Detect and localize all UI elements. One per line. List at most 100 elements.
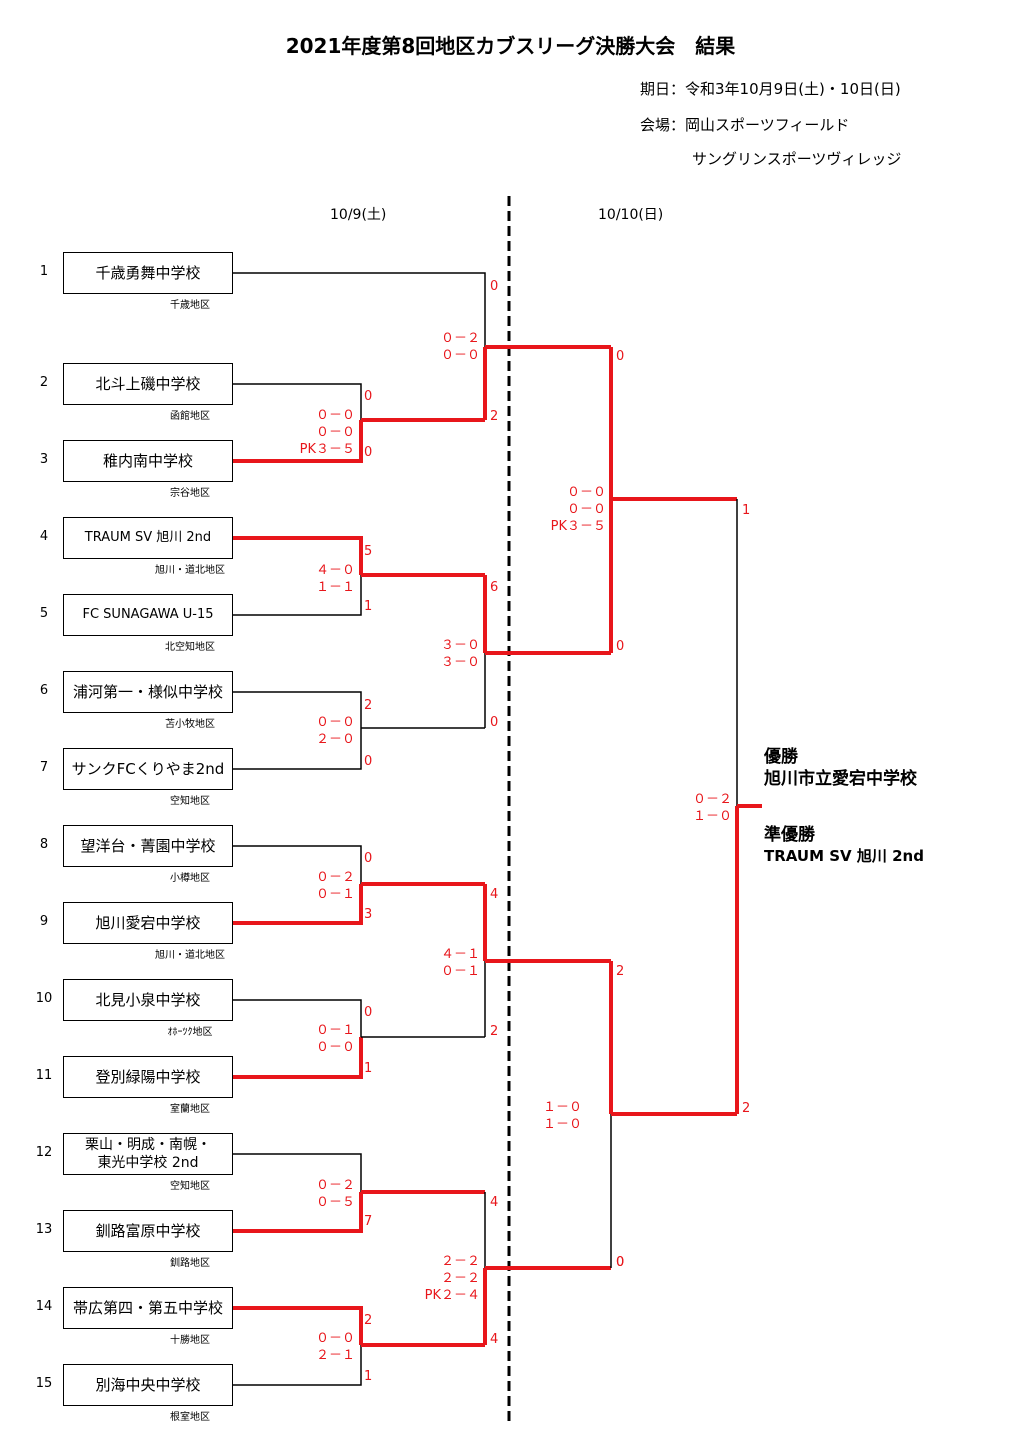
- team-region: 宗谷地区: [170, 488, 210, 499]
- match-score-m4: ３－０: [440, 655, 480, 670]
- match-score-m9: ０－５: [315, 1195, 355, 1210]
- point-label: 4: [490, 1195, 499, 1210]
- match-score-m3: １－１: [315, 580, 355, 595]
- runnerup-label: 準優勝: [764, 825, 815, 845]
- bracket-line-1: [233, 420, 363, 463]
- team-box-14: 帯広第四・第五中学校: [63, 1287, 233, 1329]
- match-score-m13: １－０: [542, 1117, 582, 1132]
- page-title: 2021年度第8回地区カブスリーグ決勝大会 結果: [285, 34, 736, 58]
- runnerup-block: 準優勝 TRAUM SV 旭川 2nd: [764, 824, 924, 866]
- match-score-m12: PK３－５: [550, 519, 606, 534]
- match-score-m2: ０－０: [315, 408, 355, 423]
- match-score-m10: ２－２: [440, 1254, 480, 1269]
- match-score-m1: ０－２: [440, 331, 480, 346]
- team-box-13: 釧路富原中学校: [63, 1210, 233, 1252]
- bracket-line-15: [233, 1153, 362, 1192]
- match-score-m12: ０－０: [566, 485, 606, 500]
- bracket-line-19: [233, 1345, 362, 1386]
- date-info: 期日：令和3年10月9日(土)・10日(日): [640, 78, 901, 99]
- point-label: 0: [490, 715, 499, 730]
- match-score-m2: ０－０: [315, 425, 355, 440]
- team-box-1: 千歳勇舞中学校: [63, 252, 233, 294]
- point-label: 3: [364, 907, 373, 922]
- point-label: 6: [490, 580, 499, 595]
- point-label: 1: [364, 1369, 373, 1384]
- bracket-line-13: [233, 1037, 363, 1079]
- match-score-m5: ２－０: [315, 732, 355, 747]
- point-label: 5: [364, 544, 373, 559]
- match-score-m10: ２－２: [440, 1271, 480, 1286]
- point-label: 1: [364, 1061, 373, 1076]
- match-score-m10: PK２－４: [424, 1288, 480, 1303]
- point-label: 0: [616, 349, 625, 364]
- bracket-line-9: [233, 845, 362, 884]
- match-score-m6: ０－１: [315, 887, 355, 902]
- match-score-m1: ０－０: [440, 348, 480, 363]
- point-label: 0: [364, 851, 373, 866]
- team-region: 室蘭地区: [170, 1104, 210, 1115]
- point-label: 0: [616, 1255, 625, 1270]
- team-region: 北空知地区: [165, 642, 215, 653]
- match-score-m11: ２－１: [315, 1348, 355, 1363]
- match-score-m11: ０－０: [315, 1331, 355, 1346]
- point-label: 0: [364, 445, 373, 460]
- team-number: 15: [35, 1376, 53, 1391]
- team-box-6: 浦河第一・様似中学校: [63, 671, 233, 713]
- team-region: 釧路地区: [170, 1258, 210, 1269]
- point-label: 2: [490, 1024, 499, 1039]
- bracket-line-3: [233, 536, 363, 575]
- team-region: 旭川・道北地区: [155, 565, 225, 576]
- venue-info: 会場：岡山スポーツフィールド: [640, 114, 849, 135]
- bracket-line-6: [233, 691, 362, 728]
- team-box-7: サンクFCくりやま2nd: [63, 748, 233, 790]
- match-score-m2: PK３－５: [299, 442, 355, 457]
- team-number: 9: [39, 914, 49, 929]
- team-number: 4: [39, 529, 49, 544]
- team-number: 7: [39, 760, 49, 775]
- team-region: 旭川・道北地区: [155, 950, 225, 961]
- team-region: 十勝地区: [170, 1335, 210, 1346]
- match-score-m14: ０－２: [692, 792, 732, 807]
- point-label: 0: [616, 639, 625, 654]
- team-number: 1: [39, 264, 49, 279]
- point-label: 0: [364, 1005, 373, 1020]
- point-label: 7: [364, 1214, 373, 1229]
- match-score-m6: ０－２: [315, 870, 355, 885]
- team-region: ｵﾎｰﾂｸ地区: [167, 1027, 213, 1038]
- team-region: 函館地区: [170, 411, 210, 422]
- team-region: 千歳地区: [170, 300, 210, 311]
- team-number: 2: [39, 375, 49, 390]
- team-number: 11: [35, 1068, 53, 1083]
- team-number: 5: [39, 606, 49, 621]
- team-box-5: FC SUNAGAWA U-15: [63, 594, 233, 636]
- venue-2: サングリンスポーツヴィレッジ: [692, 150, 902, 168]
- champion-name: 旭川市立愛宕中学校: [764, 769, 917, 789]
- team-region: 根室地区: [170, 1412, 210, 1423]
- team-number: 10: [35, 991, 53, 1006]
- point-label: 0: [616, 1255, 625, 1270]
- match-score-m4: ３－０: [440, 638, 480, 653]
- point-label: 0: [490, 279, 499, 294]
- date-label: 期日：: [640, 80, 686, 98]
- match-score-m5: ０－０: [315, 715, 355, 730]
- day2-label: 10/10(日): [598, 207, 664, 223]
- runnerup-name: TRAUM SV 旭川 2nd: [764, 847, 924, 865]
- team-number: 6: [39, 683, 49, 698]
- team-box-4: TRAUM SV 旭川 2nd: [63, 517, 233, 559]
- match-score-m8: ０－０: [315, 1040, 355, 1055]
- team-box-9: 旭川愛宕中学校: [63, 902, 233, 944]
- match-score-m3: ４－０: [315, 563, 355, 578]
- team-region: 小樽地区: [170, 873, 210, 884]
- bracket-line-12: [233, 999, 362, 1037]
- team-number: 8: [39, 837, 49, 852]
- venue-label: 会場：: [640, 116, 686, 134]
- point-label: 2: [364, 1313, 373, 1328]
- match-score-m8: ０－１: [315, 1023, 355, 1038]
- point-label: 1: [364, 599, 373, 614]
- match-score-m14: １－０: [692, 809, 732, 824]
- team-box-12: 栗山・明成・南幌・ 東光中学校 2nd: [63, 1133, 233, 1175]
- point-label: 2: [364, 698, 373, 713]
- match-score-m7: ４－１: [440, 947, 480, 962]
- bracket-line-0: [233, 383, 362, 420]
